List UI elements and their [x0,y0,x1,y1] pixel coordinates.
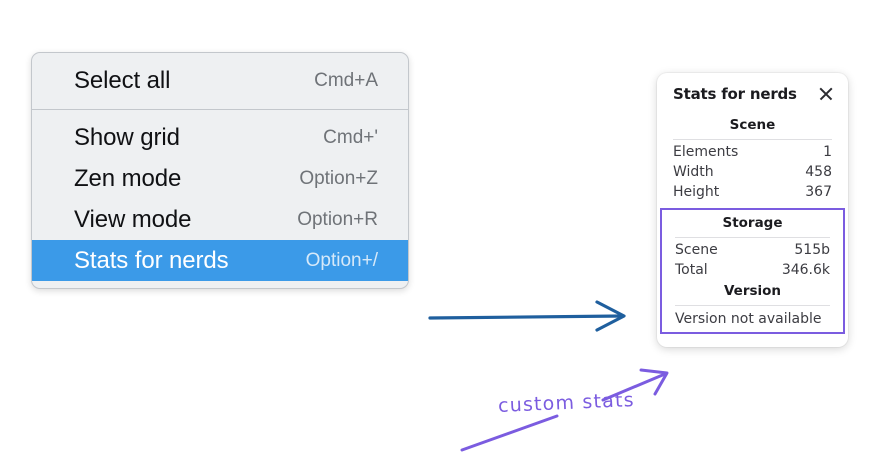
annotation-text-custom-stats: custom stats [497,389,636,417]
menu-item-label: Zen mode [74,164,182,192]
menu-item-shortcut: Option+Z [299,167,378,189]
menu-item-shortcut: Option+/ [305,249,378,271]
version-section-heading: Version [723,283,782,299]
stats-row-label: Scene [675,242,718,258]
close-icon[interactable] [818,86,834,102]
stats-row-storage-total: Total 346.6k [662,260,843,280]
storage-section-heading: Storage [722,215,783,231]
menu-item-stats-for-nerds[interactable]: Stats for nerds Option+/ [32,240,408,281]
stats-row-label: Total [675,262,708,278]
menu-group-view: Show grid Cmd+' Zen mode Option+Z View m… [32,110,408,288]
menu-item-view-mode[interactable]: View mode Option+R [32,199,408,240]
canvas-context-menu[interactable]: Select all Cmd+A Show grid Cmd+' Zen mod… [31,52,409,289]
section-divider [673,139,832,140]
version-note: Version not available [675,311,822,327]
stats-row-value: 367 [805,184,832,200]
stats-row-width: Width 458 [657,162,848,182]
menu-item-zen-mode[interactable]: Zen mode Option+Z [32,158,408,199]
menu-separator [32,109,408,110]
stats-row-elements: Elements 1 [657,142,848,162]
purple-underline-icon [460,414,559,452]
section-divider [675,237,830,238]
stats-row-value: 346.6k [781,262,830,278]
menu-item-shortcut: Cmd+' [323,126,378,148]
stats-panel-header: Stats for nerds [657,85,848,103]
menu-item-label: Stats for nerds [74,246,229,274]
blue-arrow-icon [428,300,626,332]
menu-item-shortcut: Cmd+A [314,69,378,91]
stats-row-storage-scene: Scene 515b [662,240,843,260]
scene-section-heading: Scene [729,117,776,133]
stats-panel-title: Stats for nerds [673,85,797,103]
stats-row-height: Height 367 [657,182,848,202]
stats-row-label: Elements [673,144,739,160]
menu-item-label: View mode [74,205,192,233]
menu-item-label: Select all [74,66,171,94]
stats-row-value: 458 [805,164,832,180]
menu-group-selection: Select all Cmd+A [32,53,408,109]
stats-row-label: Height [673,184,720,200]
stats-row-value: 1 [823,144,832,160]
stats-row-label: Width [673,164,714,180]
section-divider [675,305,830,306]
stats-for-nerds-panel: Stats for nerds Scene Elements 1 Width 4… [657,73,848,347]
menu-item-shortcut: Option+R [297,208,378,230]
stats-row-value: 515b [794,242,830,258]
menu-item-label: Show grid [74,123,180,151]
custom-stats-highlight-box: Storage Scene 515b Total 346.6k Version … [660,208,845,334]
menu-item-show-grid[interactable]: Show grid Cmd+' [32,117,408,158]
menu-item-select-all[interactable]: Select all Cmd+A [32,60,408,101]
